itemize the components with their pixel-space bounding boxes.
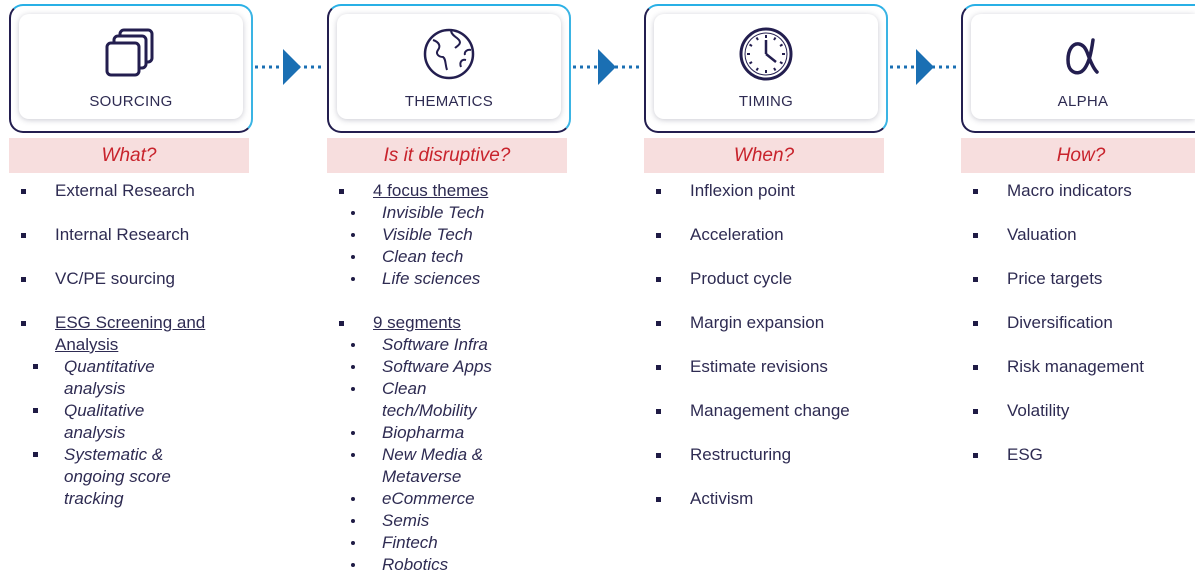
list-item: Estimate revisions bbox=[644, 356, 944, 378]
sub-list-item: Life sciences bbox=[327, 268, 557, 290]
list-item: 4 focus themes Invisible Tech Visible Te… bbox=[327, 180, 627, 290]
sub-list: Quantitative analysis Qualitative analys… bbox=[33, 356, 249, 510]
arrow-connector bbox=[890, 49, 959, 85]
list-item: ESG bbox=[961, 444, 1195, 466]
sub-list-item: Semis bbox=[327, 510, 557, 532]
list-item: Internal Research bbox=[9, 224, 309, 246]
list-item: Price targets bbox=[961, 268, 1195, 290]
list-item: Diversification bbox=[961, 312, 1195, 334]
item-list: 4 focus themes Invisible Tech Visible Te… bbox=[327, 180, 627, 573]
question-banner: When? bbox=[644, 138, 884, 173]
list-item: Volatility bbox=[961, 400, 1195, 422]
sub-list-item: Systematic & ongoing score tracking bbox=[9, 444, 189, 510]
alpha-icon bbox=[1066, 38, 1099, 75]
sub-list-item: New Media & Metaverse bbox=[327, 444, 517, 488]
sub-list-item: Clean tech bbox=[327, 246, 557, 268]
sub-list-item: Software Apps bbox=[327, 356, 557, 378]
card-title-timing: TIMING bbox=[738, 93, 794, 110]
sub-list: Invisible Tech Visible Tech Clean tech L… bbox=[351, 202, 627, 290]
sub-list-item: Biopharma bbox=[327, 422, 557, 444]
globe-icon bbox=[423, 28, 475, 80]
sub-list: Software Infra Software Apps Clean tech/… bbox=[351, 334, 627, 573]
list-item: Inflexion point bbox=[644, 180, 944, 202]
sub-list-item: Quantitative analysis bbox=[9, 356, 169, 400]
list-item: ESG Screening and Analysis Quantitative … bbox=[9, 312, 309, 510]
list-item-label: 4 focus themes bbox=[373, 181, 489, 200]
question-banner: Is it disruptive? bbox=[327, 138, 567, 173]
arrow-connector bbox=[255, 49, 325, 85]
arrow-connector bbox=[573, 49, 641, 85]
sub-list-item: Fintech bbox=[327, 532, 557, 554]
sub-list-item: Clean tech/Mobility bbox=[327, 378, 507, 422]
card-sourcing: SOURCING bbox=[9, 4, 253, 133]
clock-icon bbox=[739, 27, 793, 81]
card-title-alpha: ALPHA bbox=[1057, 93, 1109, 110]
list-item: VC/PE sourcing bbox=[9, 268, 309, 290]
list-item: Product cycle bbox=[644, 268, 944, 290]
list-item: Acceleration bbox=[644, 224, 944, 246]
question-banner: What? bbox=[9, 138, 249, 173]
list-item-label: ESG Screening and Analysis bbox=[55, 313, 206, 354]
item-list: Macro indicators Valuation Price targets… bbox=[961, 180, 1195, 488]
list-item: Risk management bbox=[961, 356, 1195, 378]
list-item: Margin expansion bbox=[644, 312, 944, 334]
list-item: External Research bbox=[9, 180, 309, 202]
list-item: Activism bbox=[644, 488, 944, 510]
list-item: Management change bbox=[644, 400, 944, 422]
sub-list-item: Visible Tech bbox=[327, 224, 557, 246]
list-item: Restructuring bbox=[644, 444, 944, 466]
list-item: 9 segments Software Infra Software Apps … bbox=[327, 312, 627, 573]
card-timing: TIMING bbox=[644, 4, 888, 133]
sub-list-item: Software Infra bbox=[327, 334, 557, 356]
sub-list-item: Qualitative analysis bbox=[9, 400, 169, 444]
list-item: Valuation bbox=[961, 224, 1195, 246]
stacked-squares-icon bbox=[105, 28, 154, 77]
sub-list-item: Invisible Tech bbox=[327, 202, 557, 224]
item-list: External Research Internal Research VC/P… bbox=[9, 180, 309, 532]
item-list: Inflexion point Acceleration Product cyc… bbox=[644, 180, 944, 532]
card-thematics: THEMATICS bbox=[327, 4, 571, 133]
list-item: Macro indicators bbox=[961, 180, 1195, 202]
card-alpha: ALPHA bbox=[961, 4, 1195, 133]
sub-list-item: Robotics bbox=[327, 554, 557, 573]
question-banner: How? bbox=[961, 138, 1195, 173]
list-item-label: 9 segments bbox=[373, 313, 461, 332]
card-title-thematics: THEMATICS bbox=[404, 93, 494, 110]
sub-list-item: eCommerce bbox=[327, 488, 557, 510]
card-title-sourcing: SOURCING bbox=[89, 93, 173, 110]
